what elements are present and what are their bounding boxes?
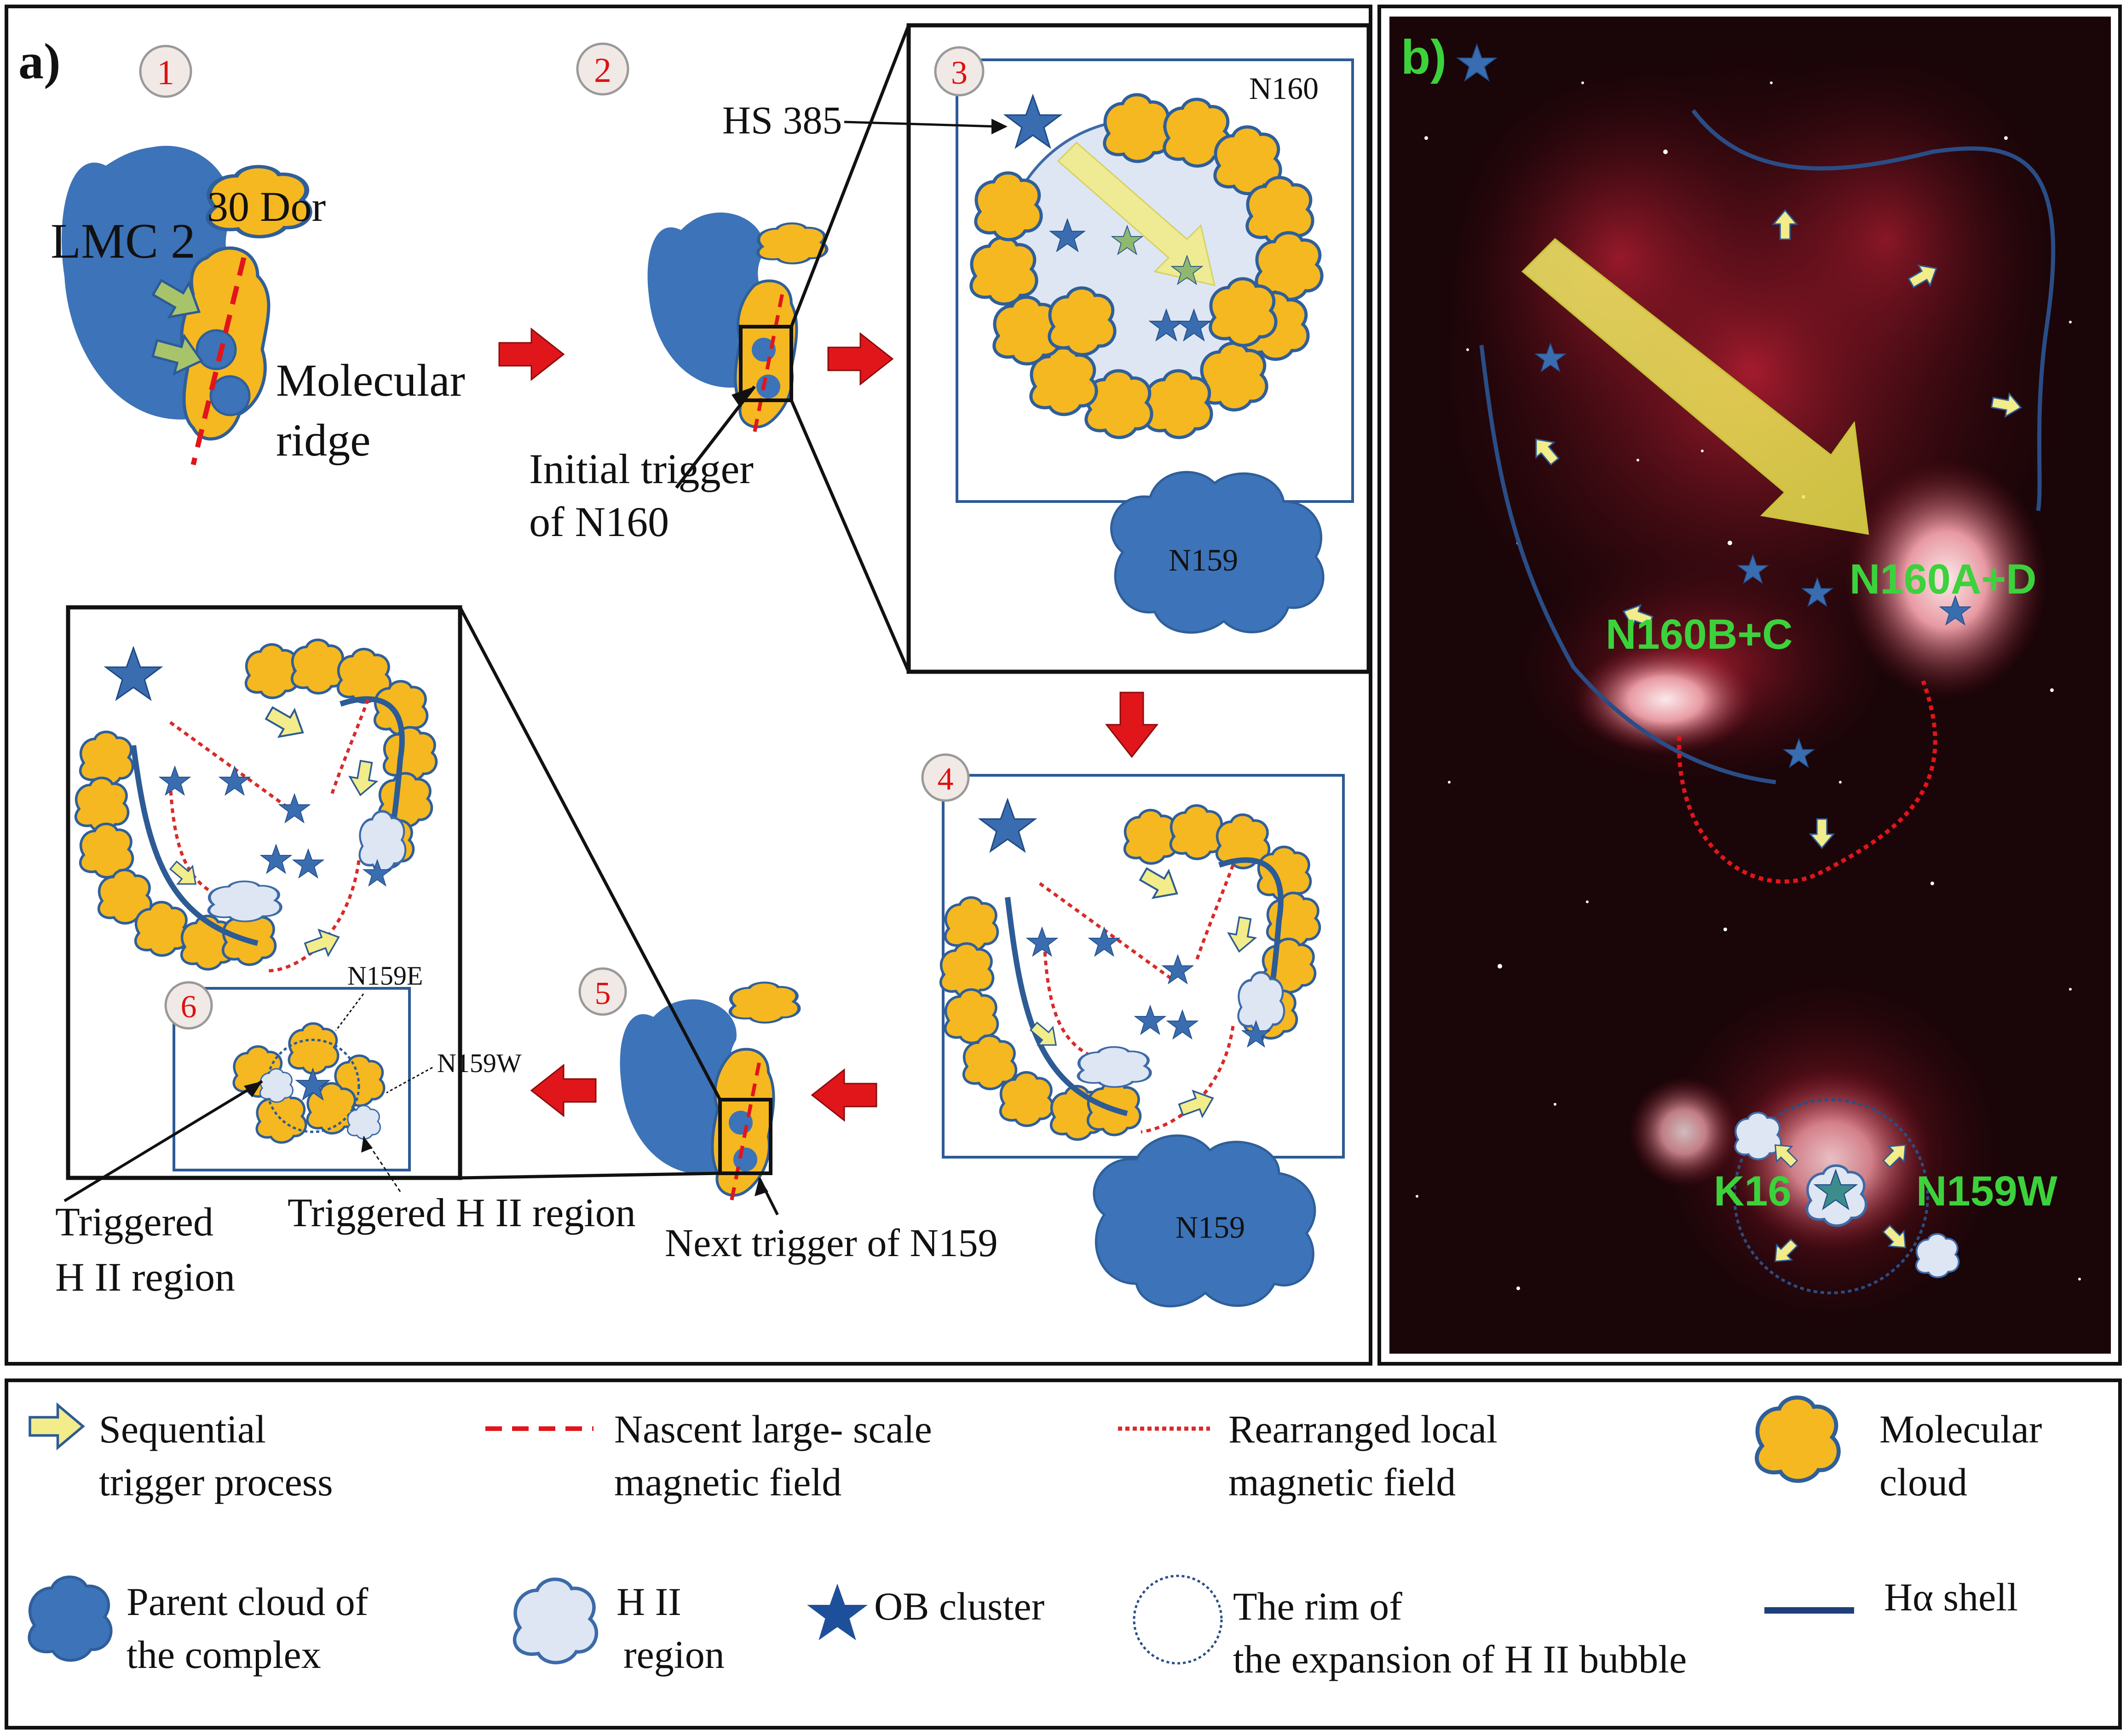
hs385-label: HS 385: [722, 98, 842, 142]
step3-diagram: 3 N160 HS 385 N159: [722, 23, 1371, 674]
svg-text:magnetic field: magnetic field: [1228, 1460, 1456, 1504]
panel-b-label: b): [1401, 30, 1446, 84]
triggered-hii-right: Triggered H II region: [288, 1191, 636, 1235]
step-marker-1: 1: [139, 45, 192, 98]
svg-text:Hα shell: Hα shell: [1884, 1575, 2018, 1619]
svg-text:magnetic field: magnetic field: [614, 1460, 841, 1504]
svg-text:Molecular: Molecular: [1879, 1407, 2042, 1451]
legend-rearranged-field: Rearranged local magnetic field: [1118, 1407, 1498, 1504]
n159e-label-b: K16: [1714, 1168, 1792, 1215]
legend-sequential: Sequential trigger process: [30, 1405, 333, 1504]
panel-b-image: b) N160A+D N160B+C N159W K16: [1389, 17, 2111, 1354]
svg-text:Rearranged local: Rearranged local: [1228, 1407, 1498, 1451]
dor30-label: 30 Dor: [207, 183, 326, 230]
svg-text:4: 4: [938, 761, 954, 797]
svg-text:2: 2: [594, 51, 611, 90]
n160bc-label: N160B+C: [1606, 611, 1793, 658]
n159e-label: N159E: [347, 961, 423, 991]
n159-label-step3: N159: [1169, 542, 1238, 577]
zoom-box-step5: [718, 1098, 772, 1175]
svg-text:OB cluster: OB cluster: [874, 1584, 1044, 1628]
ha-shell-b2: [1479, 345, 1776, 784]
triggered-hii-left-1: Triggered: [55, 1200, 213, 1245]
svg-text:the expansion of H II bubble: the expansion of H II bubble: [1233, 1637, 1687, 1681]
step4-diagram: 4 N159: [921, 753, 1345, 1308]
legend-nascent-field: Nascent large- scale magnetic field: [485, 1407, 932, 1504]
next-trigger-label: Next trigger of N159: [665, 1221, 998, 1265]
svg-text:6: 6: [181, 989, 197, 1025]
n159-label-step4: N159: [1175, 1210, 1245, 1245]
legend-parent-cloud: Parent cloud of the complex: [28, 1575, 369, 1677]
svg-text:cloud: cloud: [1879, 1460, 1967, 1504]
lmc2-label: LMC 2: [51, 214, 196, 269]
svg-text:3: 3: [951, 54, 968, 91]
svg-text:Parent cloud of: Parent cloud of: [127, 1580, 369, 1624]
svg-text:5: 5: [595, 976, 611, 1011]
n160ad-label: N160A+D: [1849, 556, 2037, 603]
legend-rim: The rim of the expansion of H II bubble: [1133, 1575, 1687, 1681]
legend-ha-shell: Hα shell: [1764, 1575, 2018, 1619]
initial-trigger-label-2: of N160: [529, 498, 669, 545]
svg-text:H II: H II: [616, 1580, 681, 1624]
step2-diagram: Initial trigger of N160: [529, 24, 910, 673]
svg-text:Sequential: Sequential: [99, 1407, 266, 1451]
zoom-box-step2: [739, 325, 793, 402]
step1-diagram: LMC 2 30 Dor Molecular ridge: [51, 145, 465, 466]
molecular-ridge-label-2: ridge: [276, 415, 370, 466]
triggered-hii-left-2: H II region: [55, 1255, 235, 1300]
n160-label: N160: [1249, 71, 1319, 106]
initial-trigger-label-1: Initial trigger: [529, 445, 754, 492]
n159w-label: N159W: [437, 1048, 522, 1078]
step-marker-2: 2: [576, 42, 629, 96]
legend-molecular-cloud: Molecular cloud: [1757, 1397, 2042, 1504]
legend-hii-region: H II region: [514, 1579, 725, 1677]
svg-text:trigger process: trigger process: [99, 1460, 333, 1504]
n159w-label-b: N159W: [1916, 1168, 2057, 1215]
molecular-ridge-label-1: Molecular: [276, 355, 465, 406]
step6-diagram: 6 N159E N159W Triggered H II region Trig…: [55, 605, 636, 1300]
legend-ob-cluster: OB cluster: [807, 1583, 1044, 1640]
svg-text:Nascent large- scale: Nascent large- scale: [614, 1407, 932, 1451]
svg-text:the complex: the complex: [127, 1632, 321, 1677]
panel-a-label: a): [18, 33, 61, 89]
svg-text:The rim of: The rim of: [1233, 1584, 1402, 1628]
n159-cloud-step3: [1110, 471, 1325, 634]
n159-cloud-step4: [1093, 1134, 1316, 1308]
svg-text:region: region: [623, 1632, 725, 1677]
svg-text:1: 1: [157, 53, 174, 92]
step5-diagram: 5 Next trigger of N159: [458, 606, 998, 1265]
ha-shell-b: [1691, 109, 2056, 511]
